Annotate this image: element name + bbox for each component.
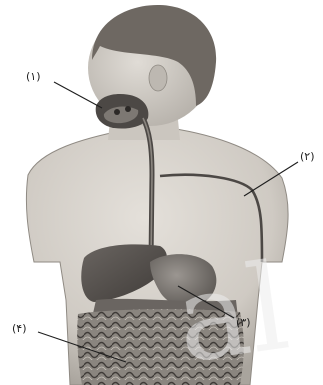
label-intestine: (۴) bbox=[12, 322, 27, 335]
label-tube: (٢) bbox=[300, 150, 315, 163]
label-stomach: (٣) bbox=[236, 316, 251, 329]
ear bbox=[149, 65, 167, 91]
watermark: al bbox=[168, 238, 296, 385]
label-mouth: (١) bbox=[26, 70, 41, 83]
